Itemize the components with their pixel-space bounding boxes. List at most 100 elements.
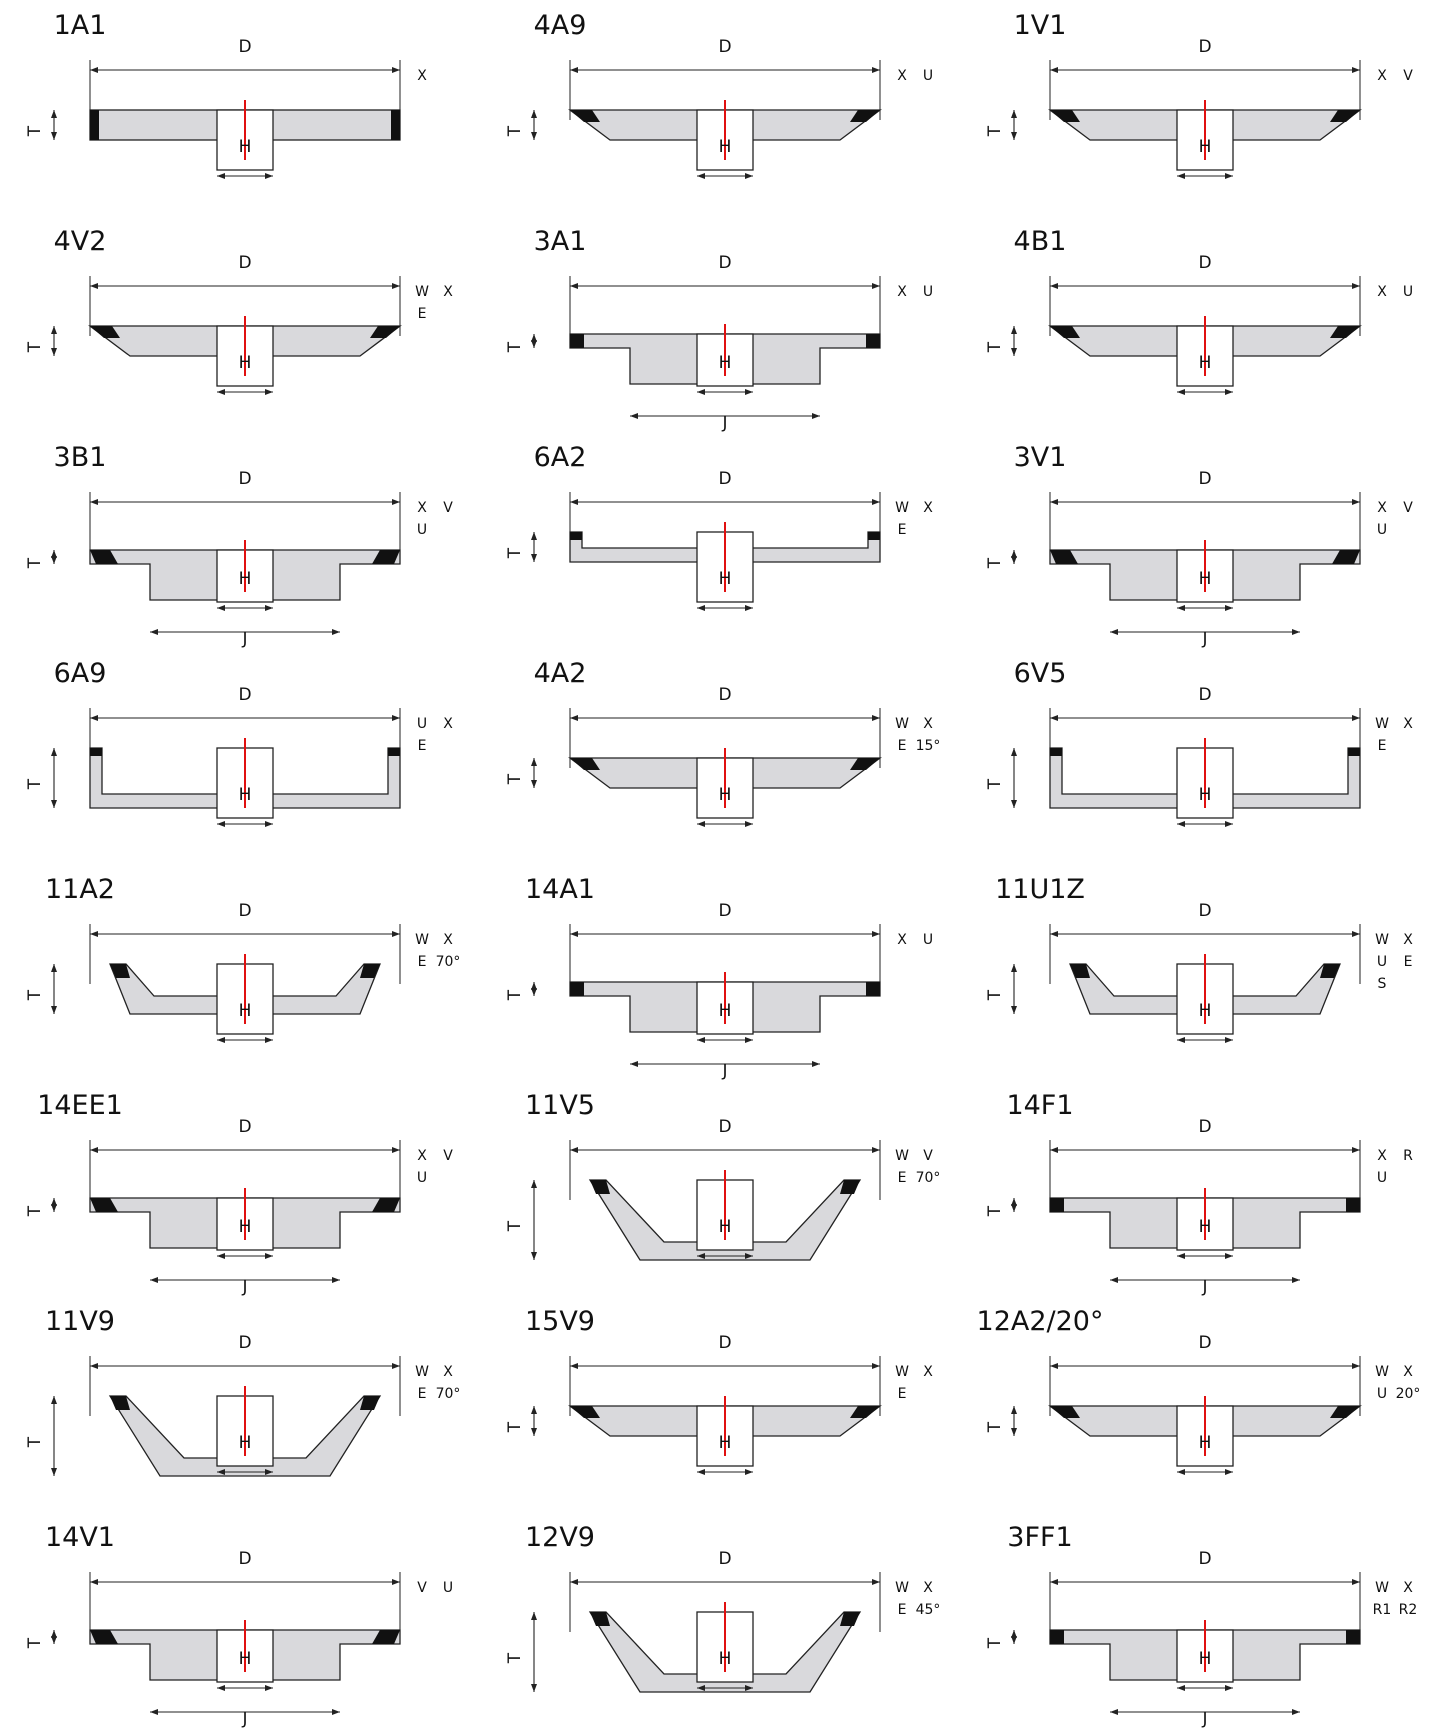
dimension-x-label: X (443, 284, 453, 300)
dimension-d-label: D (1198, 253, 1211, 273)
dimension-d-label: D (718, 469, 731, 489)
dimension-70-label: 70° (916, 1170, 941, 1186)
dimension-t-label: T (505, 773, 525, 785)
dimension-t-label: T (25, 125, 45, 137)
dimension-h-label: H (239, 1001, 252, 1021)
abrasive-layer (1330, 110, 1360, 122)
abrasive-layer (90, 1630, 118, 1644)
dimension-e-label: E (418, 738, 427, 754)
abrasive-layer (850, 1406, 880, 1418)
dimension-h-label: H (719, 1001, 732, 1021)
dimension-j-label: J (1201, 629, 1207, 649)
dimension-t-label: T (505, 125, 525, 137)
wheel-drawing: 12V9KHTDWXE45° (505, 1522, 941, 1693)
dimension-x-label: X (1377, 68, 1387, 84)
dimension-t-label: T (505, 547, 525, 559)
dimension-x-label: X (443, 1364, 453, 1380)
wheel-code-label: 3A1 (534, 226, 587, 257)
wheel-drawing: 11V5KHTDWVE70° (505, 1090, 941, 1261)
dimension-e-label: E (1378, 738, 1387, 754)
dimension-j-label: J (241, 1277, 247, 1297)
dimension-x-label: X (1377, 284, 1387, 300)
dimension-h-label: H (239, 353, 252, 373)
abrasive-layer (391, 110, 400, 140)
abrasive-layer (570, 532, 582, 540)
dimension-d-label: D (238, 685, 251, 705)
dimension-t-label: T (505, 341, 525, 353)
dimension-x-label: X (1377, 500, 1387, 516)
wheel-cross-section: KHTDWXE45° (505, 1549, 941, 1693)
wheel-cross-section: KHTDWXE70° (25, 901, 460, 1043)
dimension-t-label: T (985, 1421, 1005, 1433)
abrasive-layer (570, 110, 600, 122)
dimension-t-label: T (985, 989, 1005, 1001)
dimension-t-label: T (985, 1637, 1005, 1649)
abrasive-layer (1050, 326, 1080, 338)
wheel-code-label: 6A9 (54, 658, 107, 689)
dimension-d-label: D (1198, 37, 1211, 57)
abrasive-layer (90, 550, 118, 564)
dimension-e-label: E (898, 738, 907, 754)
dimension-u-label: U (1377, 522, 1387, 538)
dimension-x-label: X (923, 1364, 933, 1380)
dimension-h-label: H (719, 1217, 732, 1237)
dimension-h-label: H (239, 785, 252, 805)
dimension-j-label: J (1201, 1277, 1207, 1297)
dimension-t-label: T (25, 778, 45, 790)
abrasive-layer (90, 1198, 118, 1212)
abrasive-layer (850, 758, 880, 770)
dimension-v-label: V (923, 1148, 933, 1164)
wheel-code-label: 12V9 (525, 1522, 595, 1553)
dimension-h-label: H (239, 137, 252, 157)
dimension-r1-label: R1 (1373, 1602, 1392, 1618)
dimension-e-label: E (1404, 954, 1413, 970)
wheel-code-label: 6A2 (534, 442, 587, 473)
dimension-w-label: W (1375, 716, 1389, 732)
dimension-d-label: D (1198, 469, 1211, 489)
dimension-x-label: X (923, 1580, 933, 1596)
wheel-diagram-11v5: 11V5KHTDWVE70° (500, 1080, 980, 1296)
dimension-d-label: D (1198, 685, 1211, 705)
abrasive-layer (110, 964, 130, 978)
dimension-h-label: H (719, 137, 732, 157)
dimension-v-label: V (417, 1580, 427, 1596)
dimension-h-label: H (719, 353, 732, 373)
abrasive-layer (866, 334, 880, 348)
dimension-e-label: E (898, 522, 907, 538)
dimension-w-label: W (895, 1148, 909, 1164)
dimension-e-label: E (898, 1602, 907, 1618)
dimension-45-label: 45° (916, 1602, 941, 1618)
wheel-code-label: 4B1 (1014, 226, 1067, 257)
abrasive-layer (1050, 110, 1080, 122)
dimension-v-label: V (1403, 68, 1413, 84)
wheel-code-label: 6V5 (1014, 658, 1067, 689)
abrasive-layer (850, 110, 880, 122)
dimension-v-label: V (1403, 500, 1413, 516)
abrasive-layer (372, 550, 400, 564)
dimension-h-label: H (239, 1217, 252, 1237)
abrasive-layer (840, 1612, 860, 1626)
wheel-cross-section: KHTDWXE70° (25, 1333, 460, 1477)
abrasive-layer (570, 982, 584, 996)
dimension-d-label: D (238, 469, 251, 489)
abrasive-layer (1330, 1406, 1360, 1418)
dimension-d-label: D (1198, 1333, 1211, 1353)
abrasive-layer (590, 1180, 610, 1194)
